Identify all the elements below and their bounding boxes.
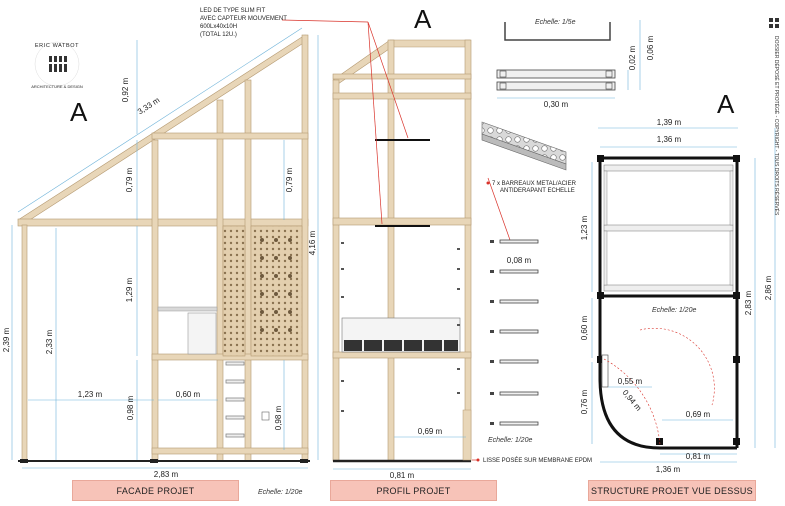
- dim-f-098a: 0,98 m: [126, 395, 135, 420]
- title-profil: PROFIL PROJET: [330, 480, 497, 501]
- dim-f-098b: 0,98 m: [274, 405, 283, 430]
- dim-d-030: 0,30 m: [544, 100, 569, 109]
- dim-f-416: 4,16 m: [308, 230, 317, 255]
- led-note: LED DE TYPE SLIM FIT AVEC CAPTEUR MOUVEM…: [200, 8, 287, 38]
- corner-mark-icon: [769, 18, 779, 28]
- facade-drawing: [17, 34, 310, 463]
- bars-note: 7 x BARREAUX METAL/ACIER ANTIDERAPANT EC…: [492, 181, 577, 194]
- scale-profil-bars: Echelle: 1/20e: [488, 437, 532, 444]
- title-dessus: STRUCTURE PROJET VUE DESSUS: [588, 480, 756, 501]
- dim-t-055: 0,55 m: [618, 377, 643, 386]
- dim-f-079a: 0,79 m: [125, 167, 134, 192]
- svg-text:ANTIDERAPANT ECHELLE: ANTIDERAPANT ECHELLE: [500, 188, 575, 194]
- led-pointer-lines: [281, 19, 511, 461]
- svg-text:AVEC CAPTEUR MOUVEMENT: AVEC CAPTEUR MOUVEMENT: [200, 16, 287, 22]
- logo-subtitle: ARCHITECTURE & DESIGN: [31, 84, 83, 89]
- dim-f-060: 0,60 m: [176, 390, 201, 399]
- dim-f-079b: 0,79 m: [285, 167, 294, 192]
- scale-detail: Echelle: 1/5e: [535, 19, 576, 26]
- scale-facade: Echelle: 1/20e: [258, 489, 302, 496]
- title-facade: FACADE PROJET: [72, 480, 239, 501]
- dessus-dimension-lines: [591, 127, 776, 463]
- dim-f-333: 3,33 m: [136, 95, 162, 116]
- dim-t-283: 2,83 m: [744, 290, 753, 315]
- logo-mark-icon: [49, 56, 67, 72]
- dim-t-136b: 1,36 m: [656, 465, 681, 474]
- svg-text:(TOTAL 12U.): (TOTAL 12U.): [200, 32, 237, 38]
- scale-dessus: Echelle: 1/20e: [652, 307, 696, 314]
- dim-t-094: 0,94 m: [621, 388, 644, 413]
- dim-t-136a: 1,36 m: [657, 135, 682, 144]
- dessus-letter: A: [717, 89, 735, 119]
- dim-t-081: 0,81 m: [686, 452, 711, 461]
- dim-f-092: 0,92 m: [121, 77, 130, 102]
- dessus-drawing: [597, 155, 740, 450]
- dim-t-139: 1,39 m: [657, 118, 682, 127]
- profil-drawing: [332, 39, 472, 463]
- detail-bar-section: [496, 20, 641, 99]
- facade-dimension-lines: [11, 27, 319, 469]
- facade-letter: A: [70, 97, 88, 127]
- bars-list: [499, 239, 539, 426]
- logo: ERIC WATBOT ARCHITECTURE & DESIGN: [31, 41, 83, 89]
- logo-name: ERIC WATBOT: [35, 43, 79, 49]
- dim-t-123: 1,23 m: [580, 215, 589, 240]
- dim-p-008: 0,08 m: [507, 256, 532, 265]
- switch-icon: [261, 411, 270, 421]
- profil-dimension-lines: [333, 436, 471, 470]
- perforated-bar: [481, 121, 567, 171]
- dim-t-076: 0,76 m: [580, 389, 589, 414]
- svg-text:7 x BARREAUX METAL/ACIER: 7 x BARREAUX METAL/ACIER: [492, 181, 577, 187]
- dim-p-081: 0,81 m: [390, 471, 415, 480]
- dim-f-129: 1,29 m: [125, 277, 134, 302]
- dim-f-233: 2,33 m: [45, 329, 54, 354]
- dim-d-002: 0,02 m: [628, 45, 637, 70]
- dim-t-069: 0,69 m: [686, 410, 711, 419]
- dim-f-239: 2,39 m: [2, 327, 11, 352]
- dim-t-060: 0,60 m: [580, 315, 589, 340]
- profil-letter: A: [414, 4, 432, 34]
- copyright-text: DOSSIER DÉPOSÉ ET PROTÉGÉ - COPYRIGHT - …: [773, 36, 779, 216]
- dim-f-283: 2,83 m: [154, 470, 179, 479]
- svg-text:LED DE TYPE SLIM FIT: LED DE TYPE SLIM FIT: [200, 8, 266, 14]
- dim-f-123: 1,23 m: [78, 390, 103, 399]
- dim-p-069: 0,69 m: [418, 427, 443, 436]
- lisse-note: LISSE POSÉE SUR MEMBRANE EPDM: [483, 457, 592, 464]
- dim-d-006: 0,06 m: [646, 35, 655, 60]
- svg-text:600Lx40x10H: 600Lx40x10H: [200, 24, 237, 30]
- dim-t-286: 2,86 m: [764, 275, 773, 300]
